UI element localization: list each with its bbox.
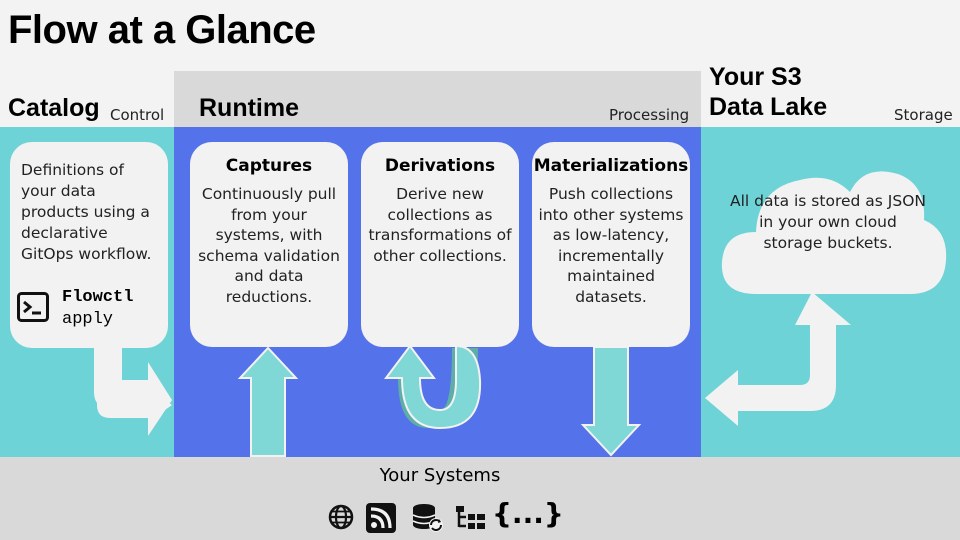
- captures-card: Captures Continuously pull from your sys…: [190, 142, 348, 347]
- command-arg: apply: [62, 310, 114, 329]
- catalog-to-runtime-arrow-body: [97, 345, 172, 436]
- captures-up-arrow: [237, 346, 299, 457]
- terminal-icon: [17, 292, 49, 322]
- database-sync-icon: [412, 504, 443, 532]
- hierarchy-icon: [456, 506, 485, 529]
- runtime-header-band: [174, 71, 701, 127]
- derivations-loop-front: [384, 344, 482, 430]
- derivations-title: Derivations: [384, 156, 496, 176]
- globe-icon: [328, 504, 354, 530]
- derivations-description: Derive new collections as transformation…: [368, 185, 512, 265]
- materializations-card: Materializations Push collections into o…: [532, 142, 690, 347]
- runtime-title: Runtime: [199, 94, 299, 122]
- runtime-subtitle: Processing: [609, 106, 690, 124]
- systems-label: Your Systems: [379, 465, 501, 486]
- catalog-title: Catalog: [8, 94, 100, 122]
- materializations-down-arrow: [580, 346, 642, 457]
- page-title: Flow at a Glance: [8, 8, 316, 52]
- rss-feed-icon: [366, 503, 396, 533]
- materializations-title: Materializations: [533, 156, 689, 176]
- cloud-storage-text: All data is stored as JSON in your own c…: [730, 192, 926, 252]
- cloud-icon: [721, 171, 947, 294]
- storage-subtitle: Storage: [894, 106, 953, 124]
- materializations-description: Push collections into other systems as l…: [538, 185, 684, 306]
- flowctl-command: Flowctl apply: [62, 287, 133, 331]
- catalog-description: Definitions of your data products using …: [21, 161, 152, 263]
- command-name: Flowctl: [62, 288, 134, 307]
- json-braces-icon: {...}: [492, 497, 564, 530]
- derivations-card: Derivations Derive new collections as tr…: [361, 142, 519, 347]
- captures-title: Captures: [225, 156, 313, 176]
- storage-title: Your S3 Data Lake: [709, 63, 828, 121]
- captures-description: Continuously pull from your systems, wit…: [198, 185, 340, 306]
- systems-icons: {...}: [328, 497, 564, 534]
- storage-return-arrow: [705, 292, 851, 426]
- catalog-subtitle: Control: [110, 106, 165, 124]
